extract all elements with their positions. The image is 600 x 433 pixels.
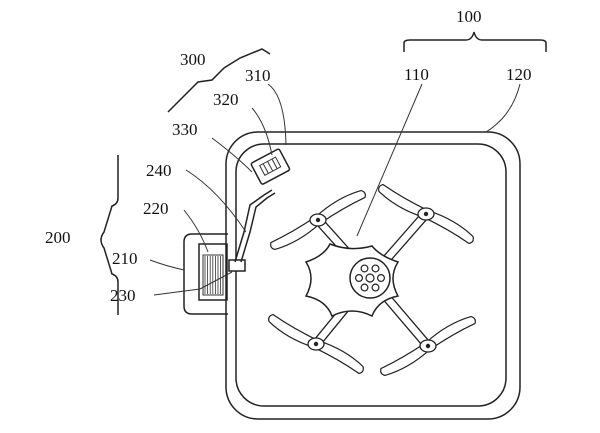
hub-dot: [360, 283, 369, 292]
label-210: 210: [112, 249, 138, 268]
connector-230: [228, 259, 246, 272]
leader-230: [153, 271, 233, 296]
motor-hub-front-left: [315, 217, 321, 223]
label-230: 230: [110, 286, 136, 305]
propeller-rear-right: [380, 315, 476, 377]
brace-200: [100, 155, 119, 315]
drone-110: [268, 183, 476, 377]
hub-dot: [360, 264, 369, 273]
leader-240: [185, 169, 247, 233]
label-310: 310: [245, 66, 271, 85]
propeller-front-right: [378, 183, 474, 245]
label-240: 240: [146, 161, 172, 180]
hub-center-dot: [365, 273, 375, 283]
motor-hub-rear-left: [313, 341, 319, 347]
propeller-blade: [378, 183, 429, 219]
battery-box: [183, 233, 246, 315]
brace-300: [167, 48, 271, 113]
cable-240: [234, 189, 273, 263]
propeller-blade: [270, 215, 321, 251]
propeller-blade: [315, 189, 366, 225]
propeller-front-left: [270, 189, 366, 251]
cable-240b: [240, 192, 276, 263]
hub-dot: [371, 283, 380, 292]
label-110: 110: [404, 65, 429, 84]
leader-lines: [149, 83, 521, 296]
charging-head: [250, 148, 291, 185]
label-330: 330: [172, 120, 198, 139]
propeller-blade: [268, 313, 319, 349]
drone-propellers: [268, 183, 476, 377]
label-320: 320: [213, 90, 239, 109]
hub-dot: [355, 274, 364, 283]
propeller-rear-left: [268, 313, 364, 375]
box-housing: [183, 233, 228, 315]
hub-dots: [355, 264, 386, 292]
hub-dot: [371, 264, 380, 273]
leader-110: [356, 83, 423, 237]
label-300: 300: [180, 50, 206, 69]
label-100: 100: [456, 7, 482, 26]
propeller-blade: [313, 339, 364, 375]
propeller-blade: [425, 315, 476, 351]
label-220: 220: [143, 199, 169, 218]
leader-210: [149, 259, 185, 271]
leader-320: [251, 107, 273, 156]
label-120: 120: [506, 65, 532, 84]
brace-100: [403, 31, 547, 52]
battery-cells: [202, 254, 224, 296]
hub-dot: [377, 274, 386, 283]
box-inner-frame: [198, 243, 228, 301]
propeller-blade: [380, 341, 431, 377]
battery-cell-lines: [204, 256, 222, 294]
propeller-blade: [423, 209, 474, 245]
leader-310: [267, 83, 287, 146]
stage-inner-frame: [235, 143, 507, 407]
motor-hub-rear-right: [425, 343, 431, 349]
leader-120: [485, 83, 521, 133]
leader-220: [183, 209, 209, 253]
label-200: 200: [45, 228, 71, 247]
leader-330: [211, 137, 253, 173]
motor-hub-front-right: [423, 211, 429, 217]
